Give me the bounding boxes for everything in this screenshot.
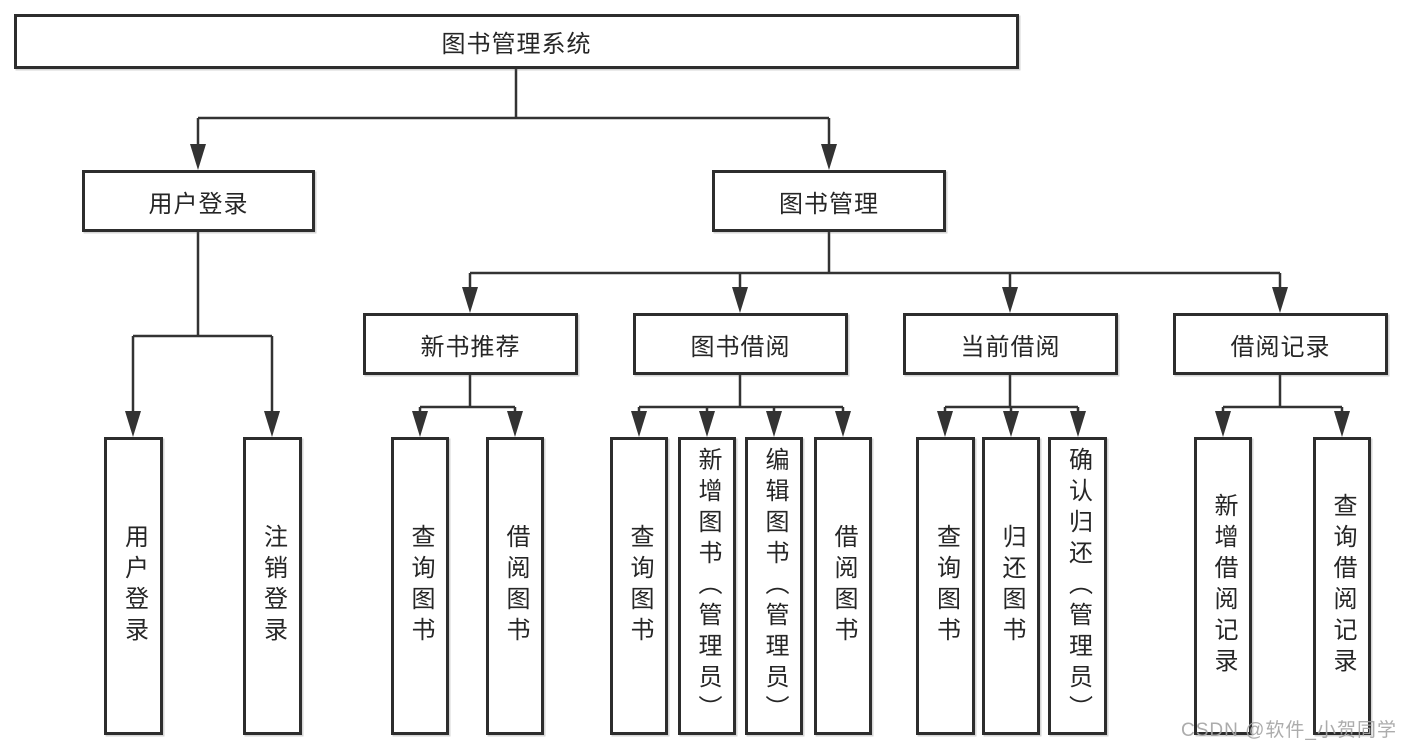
node-label: 注销登录 [259,524,287,648]
node-leaf-query-books-2: 查询图书 [610,437,668,735]
node-label: 图书管理 [779,190,879,218]
node-label: 查询图书 [932,524,960,648]
connector-records-to-leaves [1221,375,1344,413]
node-label: 图书管理系统 [441,31,592,58]
node-label: 当前借阅 [960,333,1061,361]
node-label: 用户登录 [148,190,249,218]
node-label: 图书借阅 [690,333,791,361]
node-leaf-edit-books-admin: 编辑图书（管理员） [745,437,803,735]
connector-bookmgmt-to-level3 [468,232,1282,291]
node-leaf-confirm-return-admin: 确认归还（管理员） [1048,437,1107,735]
node-label: 新书推荐 [420,333,521,361]
node-leaf-logout: 注销登录 [243,437,302,735]
node-label: 查询借阅记录 [1329,493,1356,679]
node-leaf-query-borrow-record: 查询借阅记录 [1313,437,1371,735]
node-label: 归还图书 [998,524,1025,648]
node-label: 用户登录 [120,524,148,648]
connector-current-to-leaves [943,375,1080,413]
node-user-login-branch: 用户登录 [82,170,315,232]
connector-newbooks-to-leaves [418,375,517,413]
node-leaf-borrow-books-1: 借阅图书 [486,437,544,735]
node-label: 编辑图书（管理员） [761,446,788,726]
node-current-borrowing: 当前借阅 [903,313,1118,375]
arrowheads [125,144,1350,437]
node-book-management-branch: 图书管理 [712,170,946,232]
csdn-watermark: CSDN @软件_小贺同学 [1181,720,1397,741]
connector-userlogin-to-leaves [131,232,274,415]
node-leaf-add-books-admin: 新增图书（管理员） [678,437,736,735]
node-book-borrowing: 图书借阅 [633,313,848,375]
node-borrowing-records: 借阅记录 [1173,313,1388,375]
node-leaf-return-books: 归还图书 [982,437,1040,735]
node-new-book-recommend: 新书推荐 [363,313,578,375]
node-leaf-add-borrow-record: 新增借阅记录 [1194,437,1252,735]
node-leaf-borrow-books-2: 借阅图书 [814,437,872,735]
node-label: 借阅图书 [830,524,857,648]
node-label: 新增图书（管理员） [694,446,721,726]
node-library-management-system: 图书管理系统 [14,14,1019,69]
connector-root-to-level2 [196,69,831,148]
node-label: 借阅记录 [1230,333,1331,361]
node-leaf-user-login: 用户登录 [104,437,163,735]
connector-borrowing-to-leaves [637,375,845,413]
node-leaf-query-books-3: 查询图书 [916,437,975,735]
node-label: 确认归还（管理员） [1064,446,1092,726]
node-leaf-query-books-1: 查询图书 [391,437,449,735]
node-label: 借阅图书 [502,524,529,648]
node-label: 查询图书 [407,524,434,648]
node-label: 新增借阅记录 [1210,493,1237,679]
node-label: 查询图书 [626,524,653,648]
